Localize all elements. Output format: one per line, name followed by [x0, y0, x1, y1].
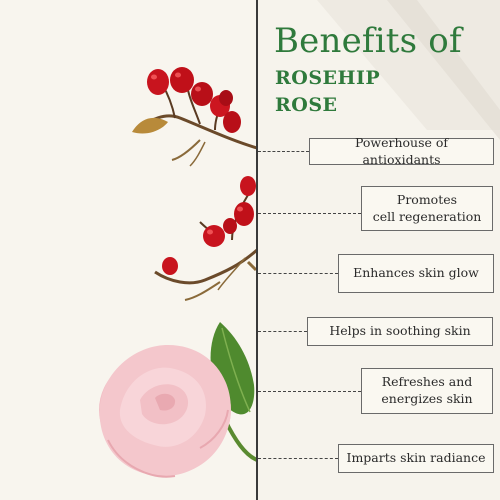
rosehip-rose-illustration — [99, 67, 257, 478]
rose-flower — [99, 345, 231, 478]
connector-line — [258, 273, 338, 274]
benefit-label: Helps in soothing skin — [329, 323, 471, 339]
benefit-box-skin-glow: Enhances skin glow — [338, 254, 494, 293]
benefit-box-radiance: Imparts skin radiance — [338, 444, 494, 473]
rosehip-berries-top — [132, 67, 257, 167]
benefit-box-soothing: Helps in soothing skin — [307, 317, 493, 346]
center-divider-line — [256, 0, 258, 500]
connector-line — [258, 151, 309, 152]
connector-line — [258, 458, 338, 459]
subtitle-rose: ROSE — [275, 94, 338, 116]
rosehip-berries-bottom — [154, 176, 257, 301]
benefit-box-cell-regeneration: Promotes cell regeneration — [361, 186, 493, 231]
benefit-label: Refreshes and energizes skin — [381, 374, 473, 406]
connector-line — [258, 331, 307, 332]
benefit-box-refresh: Refreshes and energizes skin — [361, 368, 493, 414]
benefit-label: Imparts skin radiance — [346, 450, 486, 466]
subtitle-rosehip: ROSEHIP — [275, 67, 381, 89]
connector-line — [258, 213, 361, 214]
benefit-label: Promotes cell regeneration — [372, 191, 482, 224]
connector-line — [258, 391, 361, 392]
benefit-box-antioxidants: Powerhouse of antioxidants — [309, 135, 494, 167]
benefit-label: Powerhouse of antioxidants — [354, 134, 449, 167]
benefit-label: Enhances skin glow — [353, 265, 479, 281]
page-title: Benefits of — [274, 21, 462, 61]
